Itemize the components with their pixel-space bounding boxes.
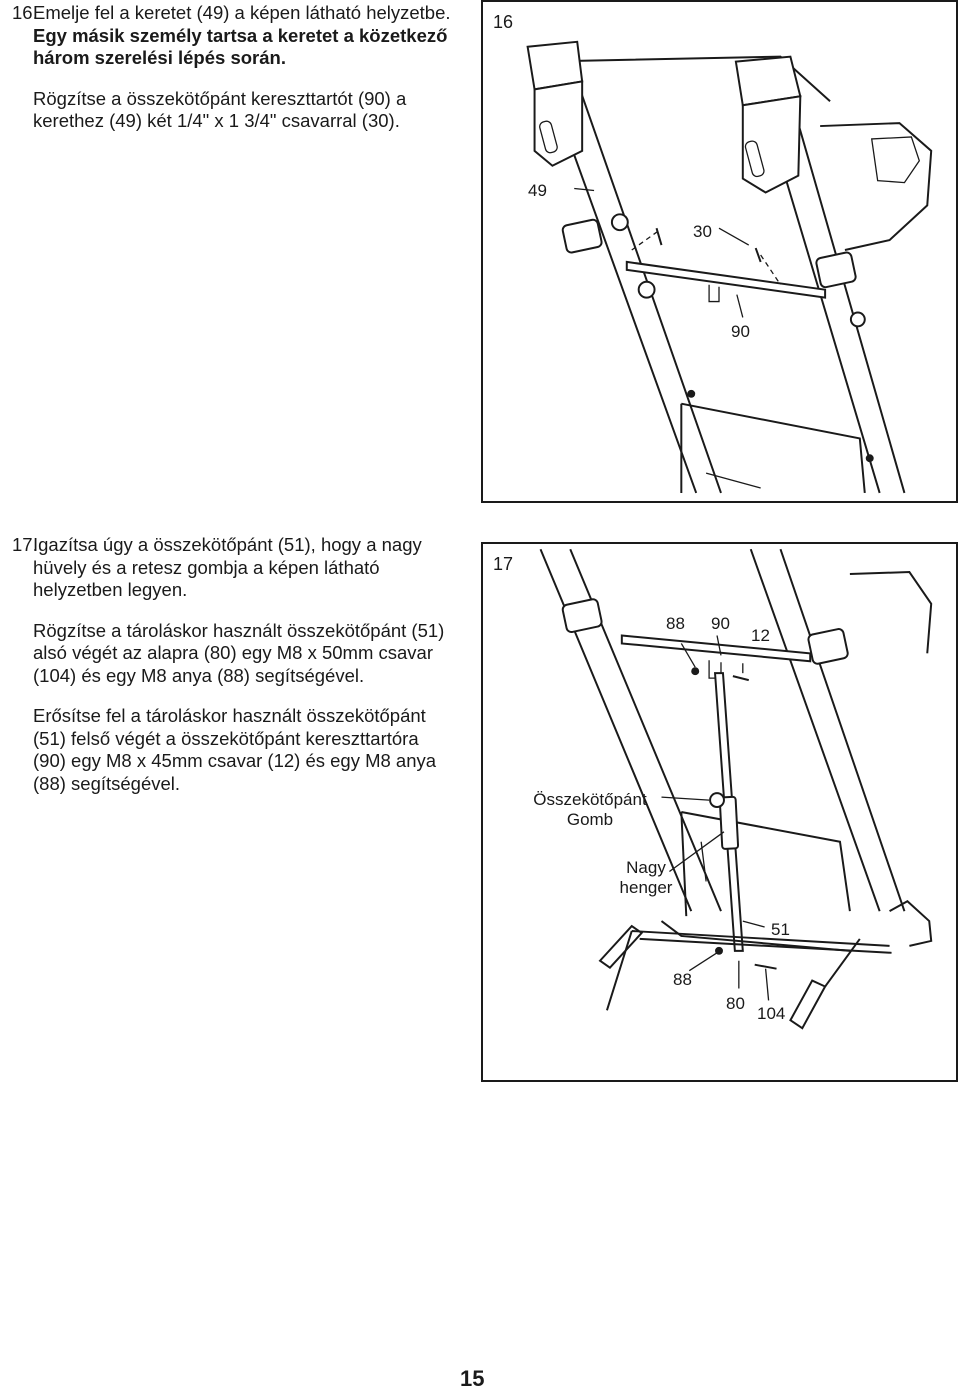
callout-crossbar: 90 [731,322,750,341]
step-17-instructions: 17. Igazítsa úgy a összekötőpánt (51), h… [12,534,453,795]
step-16-intro: Emelje fel a keretet (49) a képen láthat… [33,2,453,70]
callout-nut-bottom: 88 [673,970,692,989]
callout-frame: 49 [528,181,547,200]
step-16-intro-plain: Emelje fel a keretet (49) a képen láthat… [33,2,451,23]
callout-strap-button-line2: Gomb [566,810,614,829]
step-16-paragraph: Rögzítse a összekötőpánt kereszttartót (… [33,87,407,132]
step-17-paragraph-2: Rögzítse a tároláskor használt összekötő… [33,619,445,686]
callout-large-sleeve-line2: henger [619,878,673,897]
callout-strap-button: Összekötőpánt Gomb [525,790,655,830]
callout-bolt-top: 12 [751,626,770,645]
figure-17-number: 17 [493,554,514,574]
page-number: 15 [460,1366,485,1391]
callout-crossbar: 90 [711,614,730,633]
callout-large-sleeve-line1: Nagy [626,858,666,877]
figure-16: 16 49 30 90 [481,0,958,503]
step-16-instructions: 16. Emelje fel a keretet (49) a képen lá… [12,2,453,133]
figure-17: 17 88 90 12 Összekötőpánt Gomb Nagy heng… [481,542,958,1082]
callout-base: 80 [726,994,745,1013]
callout-large-sleeve: Nagy henger [611,858,681,898]
callout-nut-top: 88 [666,614,685,633]
step-17-paragraph-3: Erősítse fel a tároláskor használt össze… [33,705,437,794]
step-16-warning: Egy másik személy tartsa a keretet a köz… [33,24,448,69]
step-17-paragraph-1: Igazítsa úgy a összekötőpánt (51), hogy … [33,534,422,600]
step-17-number: 17. [12,534,38,555]
treadmill-frame-illustration-16 [526,40,933,494]
callout-bolt-bottom: 104 [757,1004,786,1023]
treadmill-frame-illustration-17 [539,548,933,1030]
figure-16-number: 16 [493,12,514,32]
callout-strap-button-line1: Összekötőpánt [533,790,647,809]
callout-bolt: 30 [693,222,712,241]
step-16-number: 16. [12,2,38,23]
callout-strap: 51 [771,920,790,939]
